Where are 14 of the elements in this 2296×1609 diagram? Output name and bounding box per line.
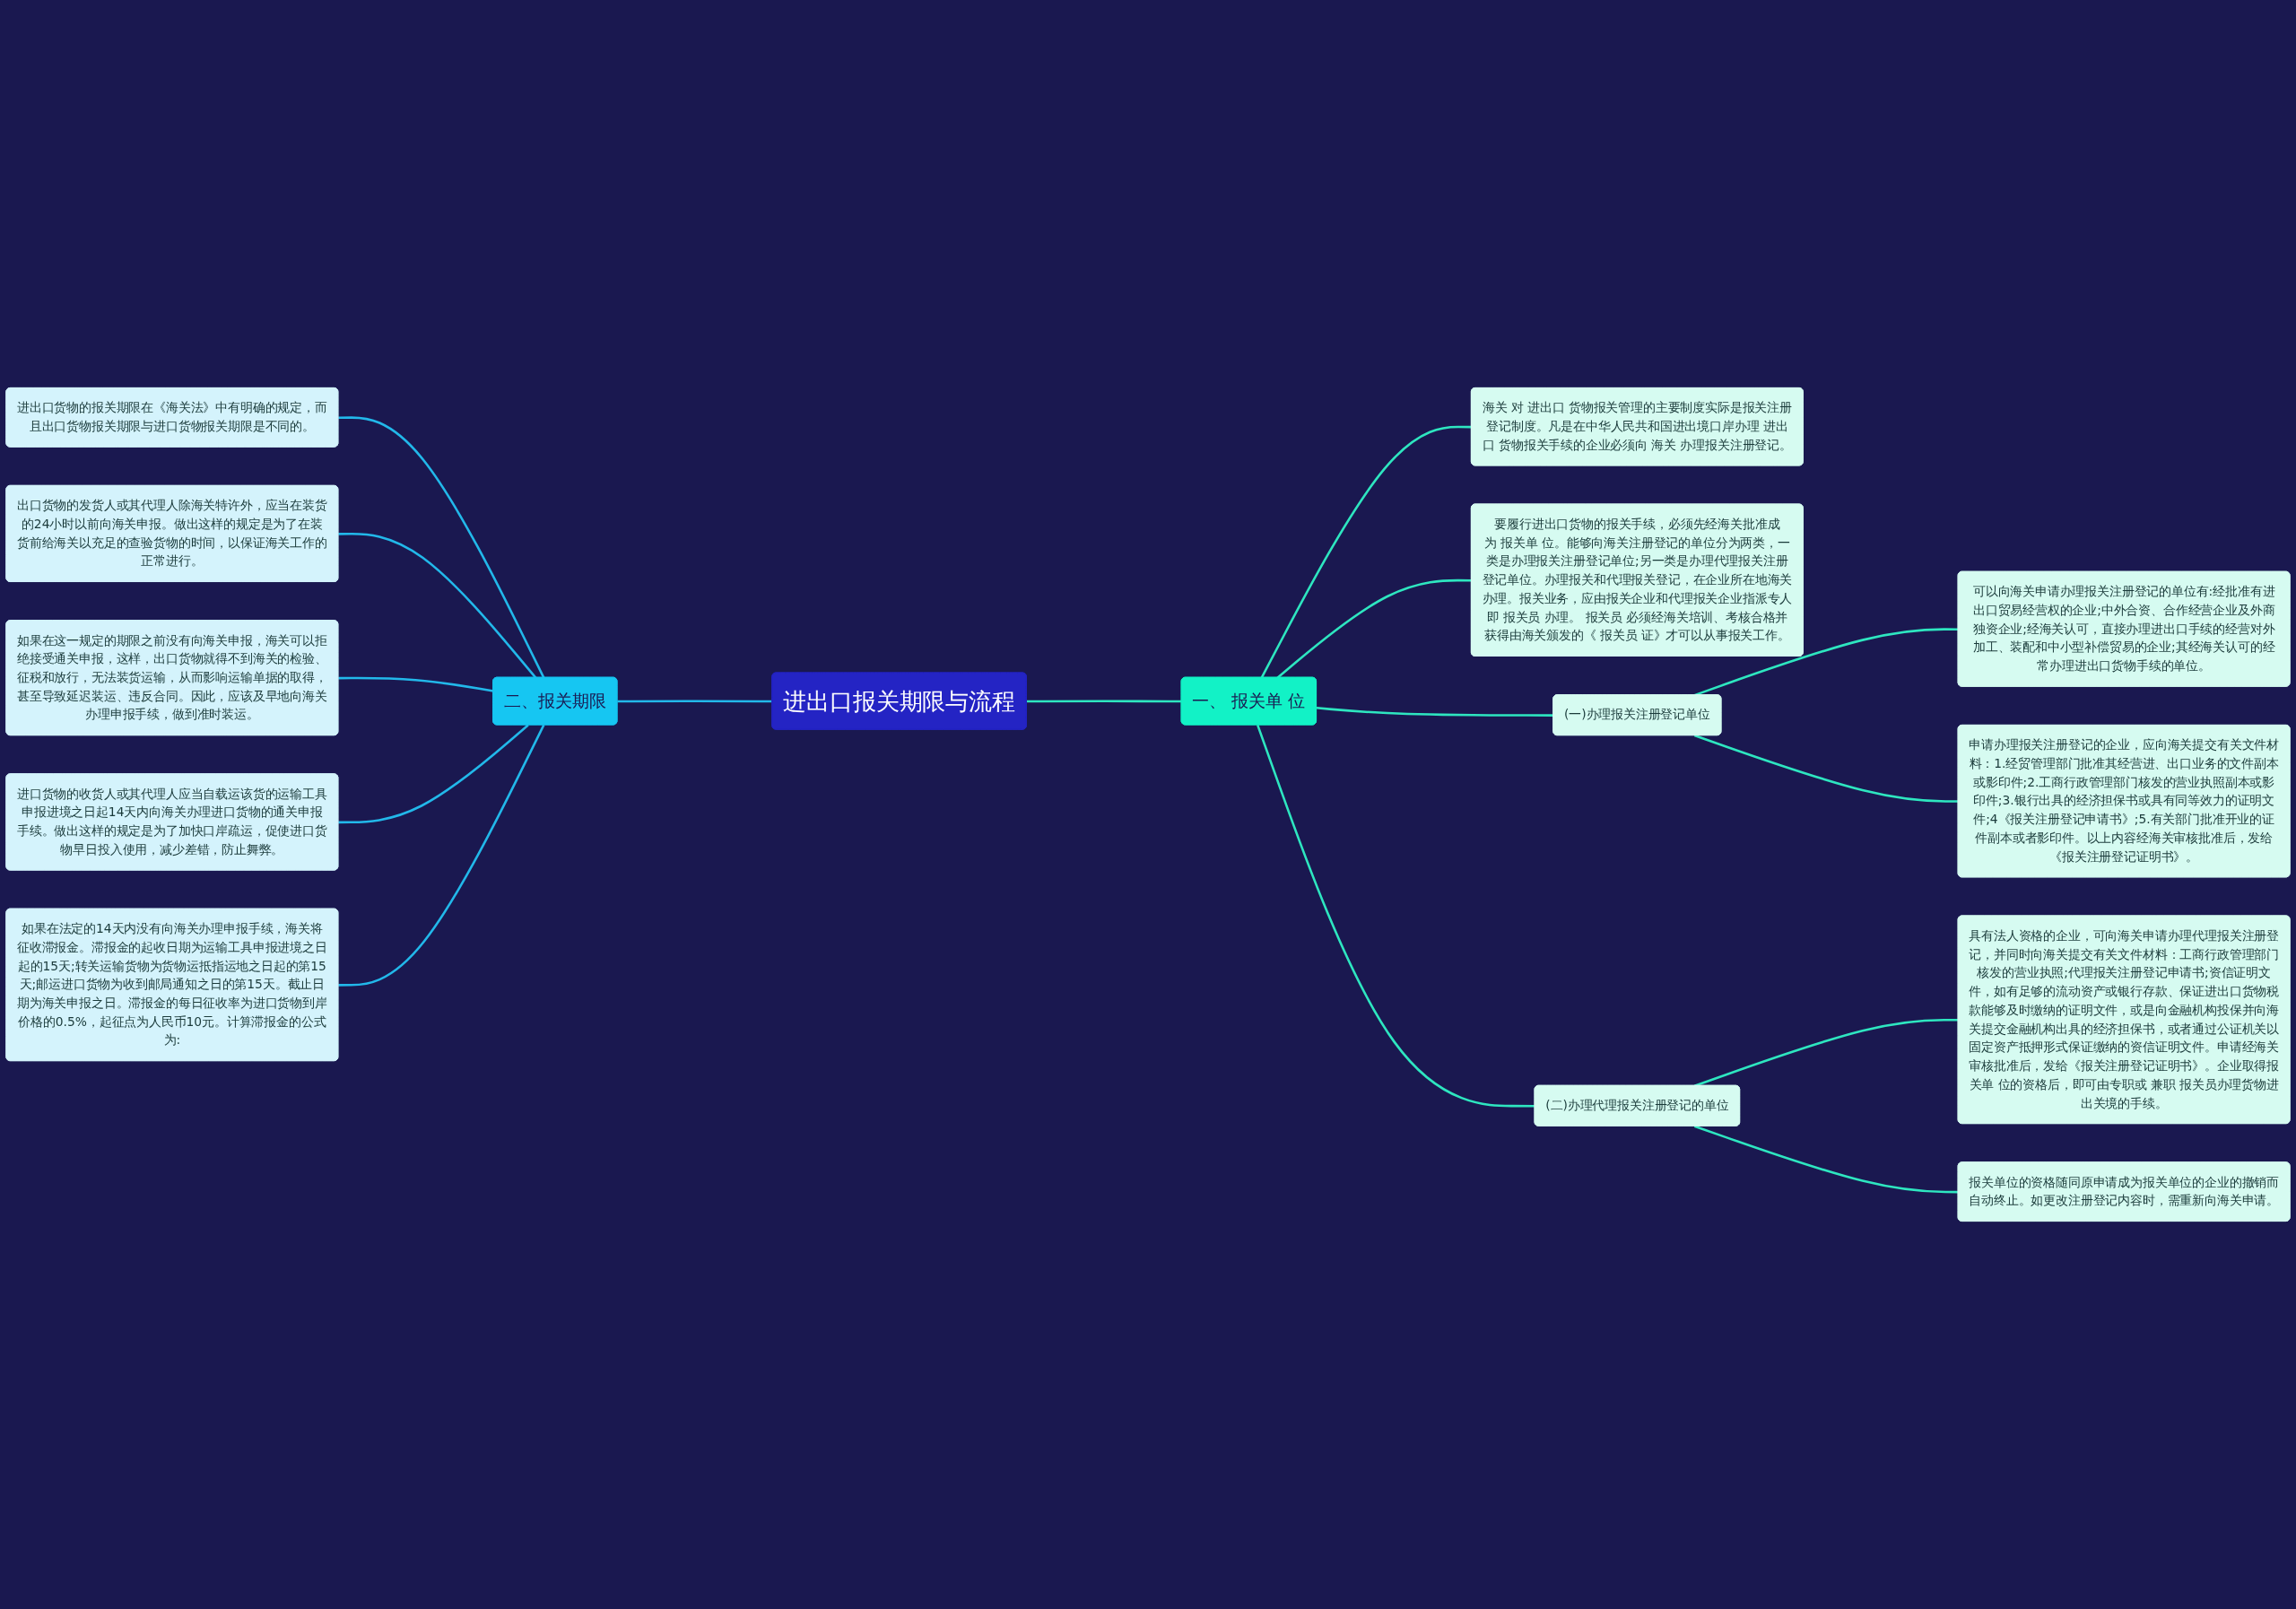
connector (1693, 734, 1959, 803)
connector (1276, 578, 1472, 679)
connector (617, 700, 773, 703)
connector (1693, 1125, 1959, 1194)
connector (1026, 700, 1182, 703)
connector (338, 533, 537, 679)
connector (1693, 1018, 1959, 1087)
connector (338, 724, 545, 987)
connector (1316, 707, 1554, 717)
connector (1257, 724, 1535, 1108)
connector (338, 416, 545, 679)
connector (338, 724, 529, 824)
connector (1260, 425, 1472, 679)
connector (338, 676, 494, 692)
